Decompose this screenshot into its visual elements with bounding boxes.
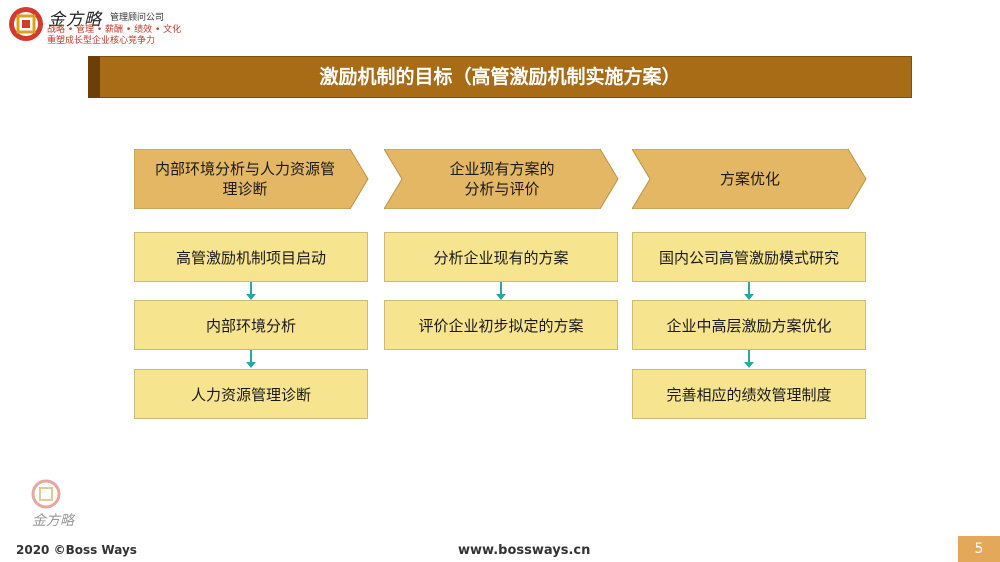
services-line: 战略 • 管理 • 薪酬 • 绩效 • 文化: [47, 25, 182, 35]
copyright: 2020 ©Boss Ways: [16, 543, 137, 557]
chevron-shape-icon: [384, 149, 619, 209]
chevron-label: 企业现有方案的 分析与评价: [404, 149, 600, 209]
chevron-label-line: 理诊断: [222, 180, 268, 198]
page-title: 激励机制的目标（高管激励机制实施方案）: [319, 66, 681, 88]
consult-label: 管理顾问公司: [110, 13, 165, 23]
down-arrow-icon: [744, 282, 754, 300]
chevron-label-line: 方案优化: [719, 170, 780, 188]
down-arrow-icon: [496, 282, 506, 300]
chevron-label-line: 企业现有方案的: [449, 160, 555, 178]
tagline: 重塑成长型企业核心竞争力: [47, 36, 156, 46]
down-arrow-icon: [246, 350, 256, 368]
footer-logo: 金方略: [30, 478, 90, 538]
chevron-step-2: 企业现有方案的 分析与评价: [384, 149, 620, 209]
chevron-shape-icon: [134, 149, 369, 209]
step-box: 分析企业现有的方案: [384, 232, 618, 282]
footer-logo-text: 金方略: [32, 513, 74, 529]
page-number-badge: 5: [958, 536, 1000, 562]
title-bar: 激励机制的目标（高管激励机制实施方案）: [88, 56, 912, 98]
chevron-label-line: 内部环境分析与人力资源管: [154, 160, 335, 178]
chevron-step-3: 方案优化: [632, 149, 868, 209]
brand-logo-icon: [9, 7, 43, 41]
brand-logo-icon: [31, 479, 61, 509]
down-arrow-icon: [246, 282, 256, 300]
step-box: 内部环境分析: [134, 300, 368, 350]
step-box: 国内公司高管激励模式研究: [632, 232, 866, 282]
website-link[interactable]: www.bossways.cn: [458, 543, 591, 558]
step-box: 人力资源管理诊断: [134, 369, 368, 419]
chevron-shape-icon: [632, 149, 867, 209]
step-box: 完善相应的绩效管理制度: [632, 369, 866, 419]
title-accent: [88, 56, 100, 98]
brand-name: 金方略: [48, 10, 102, 30]
chevron-label: 方案优化: [652, 149, 848, 209]
step-box: 企业中高层激励方案优化: [632, 300, 866, 350]
down-arrow-icon: [744, 350, 754, 368]
chevron-label: 内部环境分析与人力资源管 理诊断: [140, 149, 350, 209]
step-box: 评价企业初步拟定的方案: [384, 300, 618, 350]
chevron-label-line: 分析与评价: [464, 180, 540, 198]
chevron-step-1: 内部环境分析与人力资源管 理诊断: [134, 149, 370, 209]
step-box: 高管激励机制项目启动: [134, 232, 368, 282]
